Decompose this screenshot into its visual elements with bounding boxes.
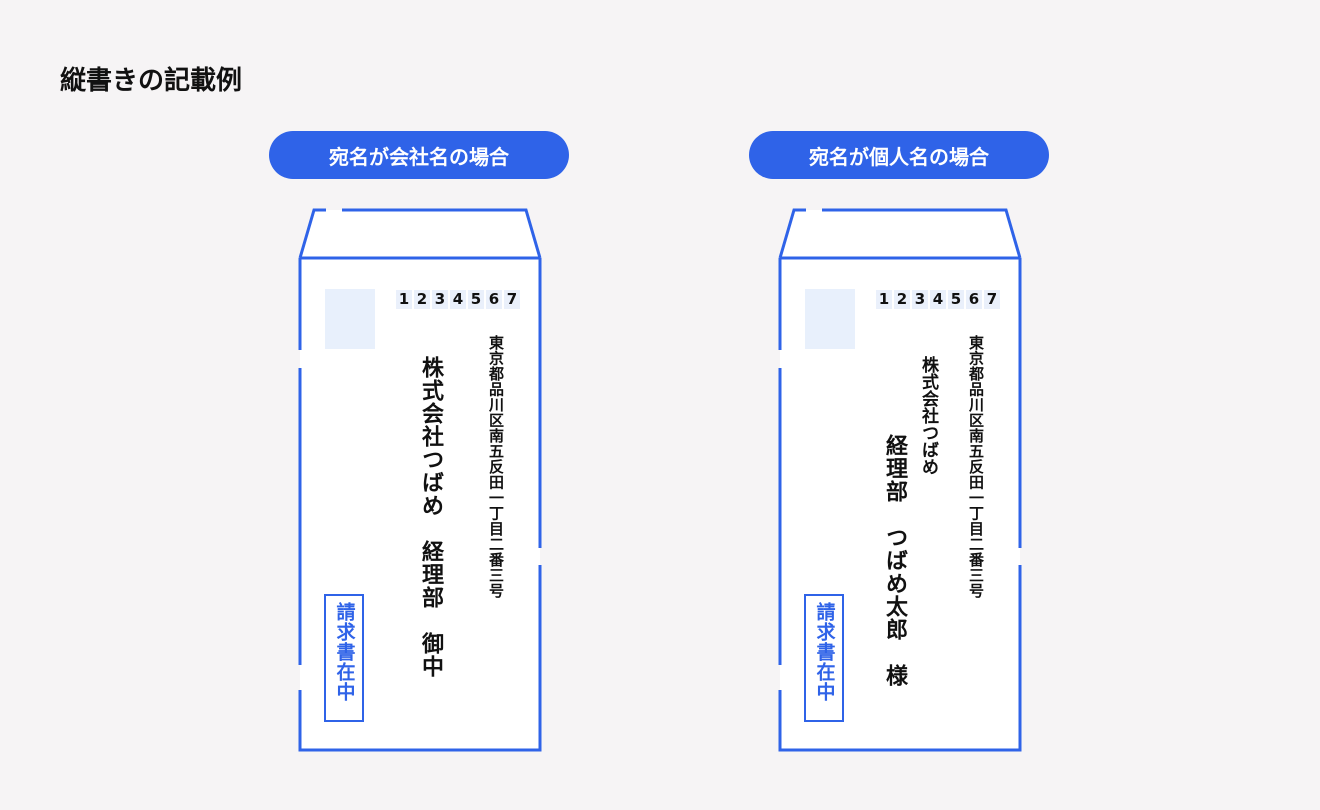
postal-digit: 5 — [948, 290, 964, 309]
postal-digit: 4 — [930, 290, 946, 309]
invoice-enclosed-text: 請求書在中 — [813, 602, 836, 702]
postal-digit: 7 — [504, 290, 520, 309]
page-title: 縦書きの記載例 — [60, 66, 243, 96]
postal-digit: 4 — [450, 290, 466, 309]
postage-stamp-area — [805, 289, 855, 349]
recipient: 株式会社つばめ 経理部 御中 — [418, 356, 443, 678]
address: 東京都品川区南五反田一丁目二番三号 — [967, 335, 985, 599]
invoice-enclosed-text: 請求書在中 — [333, 602, 356, 702]
postal-digit: 3 — [912, 290, 928, 309]
label-company: 宛名が会社名の場合 — [269, 131, 569, 179]
postal-digit: 1 — [876, 290, 892, 309]
invoice-enclosed-stamp: 請求書在中 — [324, 594, 364, 722]
recipient-person: 経理部 つばめ太郎 様 — [882, 434, 907, 687]
label-individual: 宛名が個人名の場合 — [749, 131, 1049, 179]
address: 東京都品川区南五反田一丁目二番三号 — [487, 335, 505, 599]
postal-digit: 6 — [966, 290, 982, 309]
postal-digit: 5 — [468, 290, 484, 309]
postal-digit: 7 — [984, 290, 1000, 309]
postal-digit: 2 — [894, 290, 910, 309]
postal-digit: 1 — [396, 290, 412, 309]
invoice-enclosed-stamp: 請求書在中 — [804, 594, 844, 722]
postal-digit: 2 — [414, 290, 430, 309]
postal-digit: 6 — [486, 290, 502, 309]
postage-stamp-area — [325, 289, 375, 349]
postal-digit: 3 — [432, 290, 448, 309]
recipient-company: 株式会社つばめ — [918, 356, 938, 475]
